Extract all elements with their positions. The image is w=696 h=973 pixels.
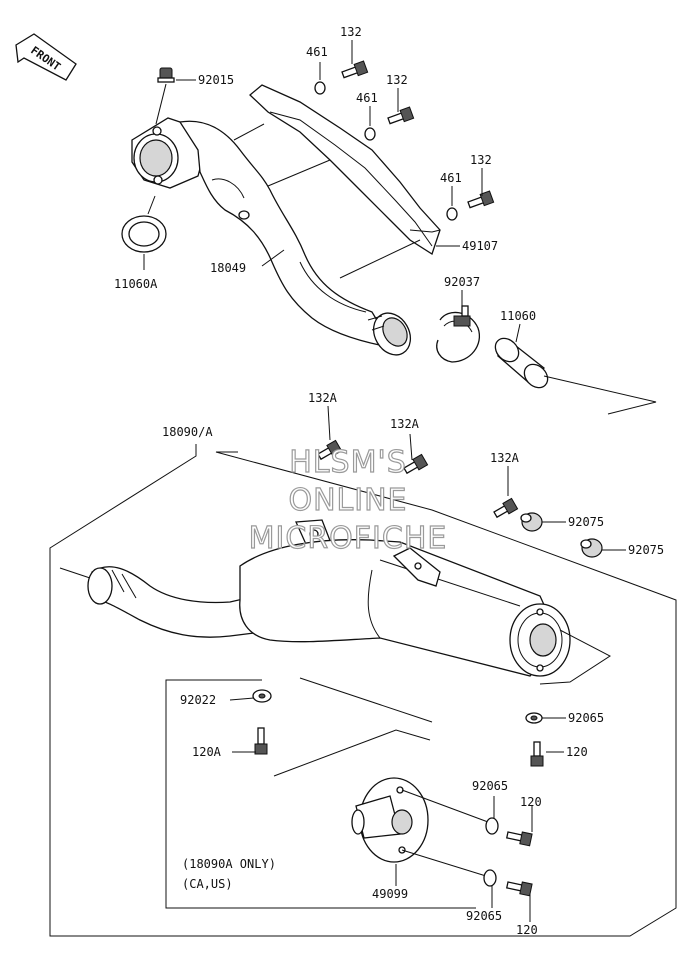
note-line-1: (18090A ONLY) xyxy=(182,857,276,871)
heat-guard xyxy=(249,84,441,255)
callout-92022: 92022 xyxy=(180,693,216,707)
watermark-line-2: ONLINE xyxy=(288,483,407,518)
callout-92015: 92015 xyxy=(198,73,234,87)
sleeve-11060 xyxy=(494,337,549,389)
watermark-line-3: MICROFICHE xyxy=(249,521,448,556)
callout-132A-1: 132A xyxy=(308,391,338,405)
callout-18090A: 18090/A xyxy=(162,425,213,439)
callout-92065-c: 92065 xyxy=(466,909,502,923)
watermark: HLSM'S ONLINE MICROFICHE xyxy=(248,444,448,556)
callout-92075-b: 92075 xyxy=(628,543,664,557)
callout-132-b: 132 xyxy=(386,73,408,87)
callout-92075-a: 92075 xyxy=(568,515,604,529)
nut-92015 xyxy=(157,67,175,83)
gasket-11060A xyxy=(121,215,167,253)
callout-11060A: 11060A xyxy=(114,277,158,291)
callout-132-c: 132 xyxy=(470,153,492,167)
callout-120-a: 120 xyxy=(566,745,588,759)
bolts-132A xyxy=(317,439,519,519)
clamp-92037 xyxy=(436,305,480,363)
callout-461-a: 461 xyxy=(306,45,328,59)
front-arrow-icon: FRONT xyxy=(15,33,77,81)
callout-461-b: 461 xyxy=(356,91,378,105)
callout-120-b: 120 xyxy=(520,795,542,809)
callout-92065-a: 92065 xyxy=(568,711,604,725)
muffler xyxy=(87,519,611,685)
callout-49099: 49099 xyxy=(372,887,408,901)
callout-132A-2: 132A xyxy=(390,417,420,431)
exhaust-header-pipe xyxy=(131,117,412,356)
callout-49107: 49107 xyxy=(462,239,498,253)
callout-11060: 11060 xyxy=(500,309,536,323)
lower-leader-lines xyxy=(229,405,626,922)
lower-right-fasteners xyxy=(525,712,544,767)
callout-461-c: 461 xyxy=(440,171,462,185)
callout-120A: 120A xyxy=(192,745,222,759)
spark-arrester-inset xyxy=(165,677,533,909)
muffler-assembly-outline xyxy=(49,444,677,937)
callout-92037: 92037 xyxy=(444,275,480,289)
upper-fasteners xyxy=(314,60,495,221)
callout-132-a: 132 xyxy=(340,25,362,39)
note-line-2: (CA,US) xyxy=(182,877,233,891)
callout-92065-b: 92065 xyxy=(472,779,508,793)
dampers-92075 xyxy=(520,512,603,558)
callout-132A-3: 132A xyxy=(490,451,520,465)
upper-leader-lines xyxy=(143,40,657,415)
watermark-line-1: HLSM'S xyxy=(289,445,407,480)
callout-18049: 18049 xyxy=(210,261,246,275)
callout-labels: 92015 461 132 461 132 461 132 11060A 180… xyxy=(114,25,664,937)
callout-120-c: 120 xyxy=(516,923,538,937)
